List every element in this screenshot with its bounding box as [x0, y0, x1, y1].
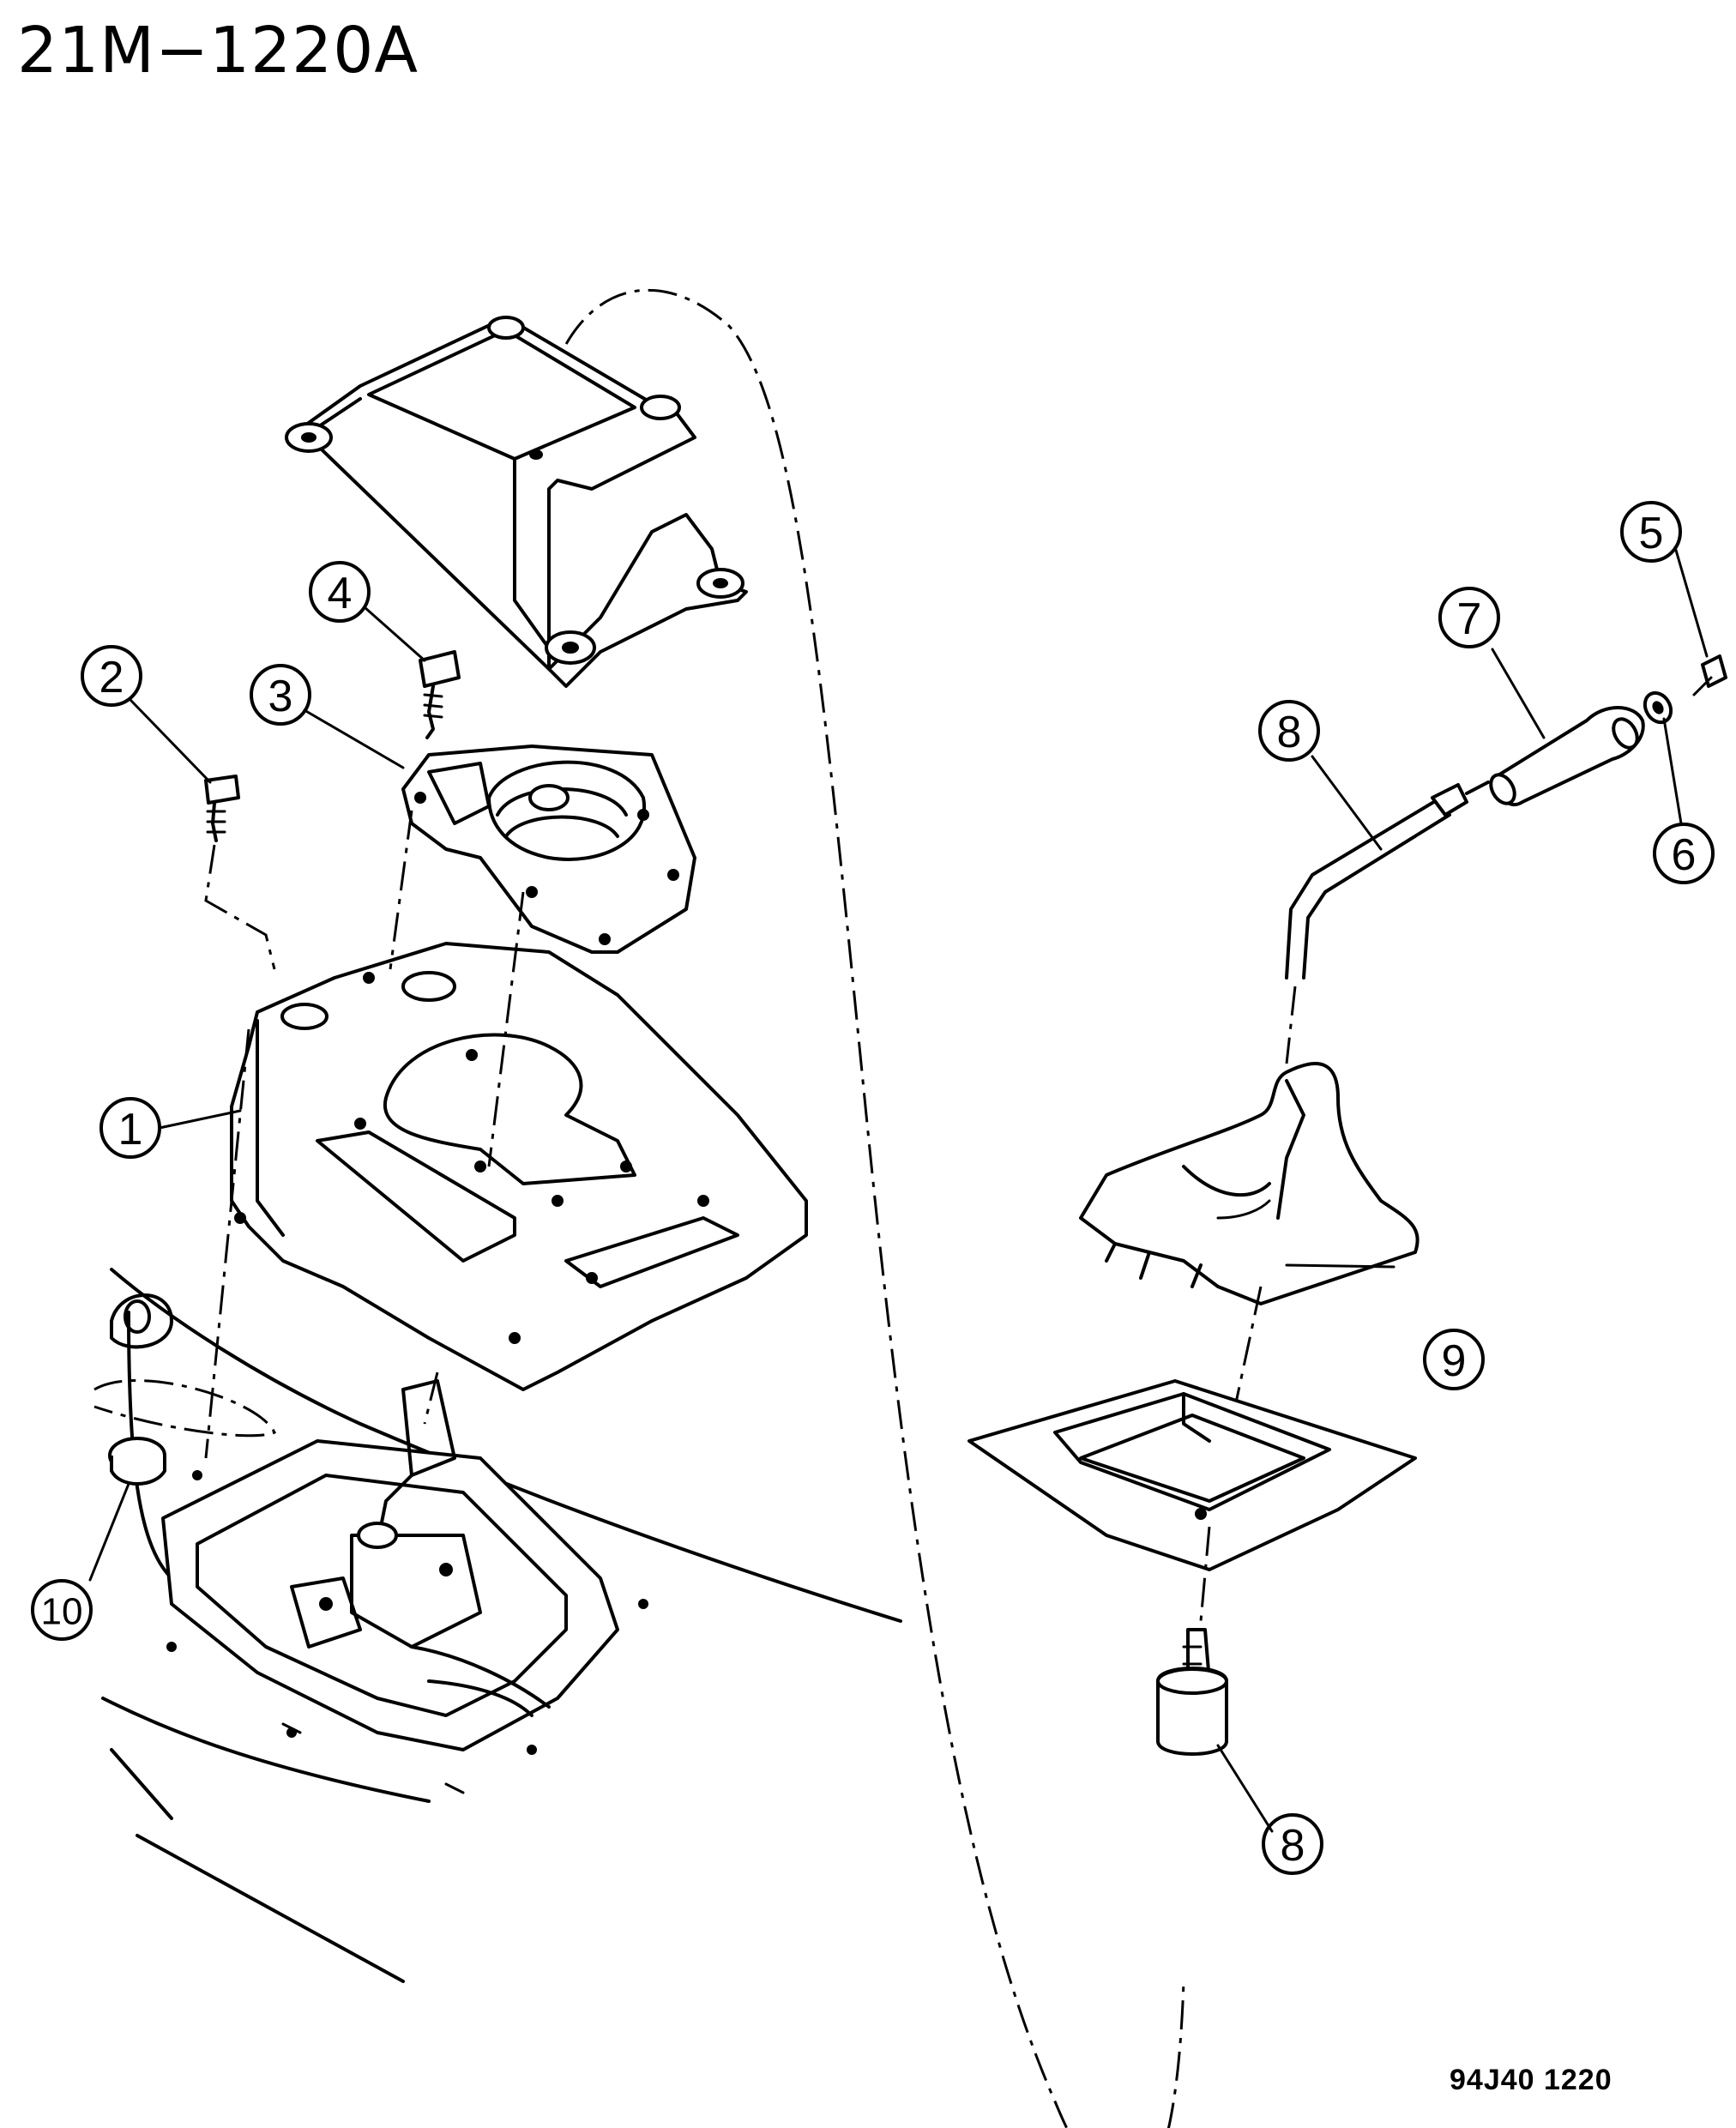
svg-text:7: 7: [1457, 594, 1482, 644]
shift-boot: [1079, 1062, 1420, 1408]
diagram-title-code: 21M−1220A: [17, 14, 419, 87]
cable-end-fitting: [1156, 1628, 1228, 1756]
shift-boot-plate: [401, 744, 696, 954]
knob-nut-item-6: [1643, 690, 1673, 725]
callout-6: 6: [1653, 823, 1715, 884]
svg-text:3: 3: [268, 672, 293, 721]
callout-8-lower: 8: [1262, 1813, 1323, 1875]
callout-4: 4: [309, 561, 371, 623]
upper-shift-bracket: [285, 316, 748, 688]
callout-2: 2: [81, 645, 142, 707]
callout-7: 7: [1438, 587, 1500, 648]
shift-bezel: [967, 1379, 1417, 1622]
svg-text:9: 9: [1442, 1336, 1467, 1386]
callout-8-upper: 8: [1258, 700, 1320, 762]
callout-1: 1: [99, 1097, 161, 1159]
svg-text:5: 5: [1639, 509, 1664, 558]
svg-text:8: 8: [1281, 1821, 1305, 1871]
screw-item-2: [204, 775, 276, 970]
screw-item-4: [419, 650, 461, 739]
callout-10: 10: [31, 1579, 93, 1641]
svg-text:6: 6: [1672, 830, 1697, 880]
callout-9: 9: [1423, 1329, 1485, 1390]
shift-knob: [1489, 706, 1645, 807]
svg-text:2: 2: [99, 653, 124, 702]
knob-insert-item-5: [1692, 654, 1727, 696]
shift-lever: [1285, 781, 1490, 1064]
svg-text:1: 1: [118, 1105, 143, 1154]
callout-3: 3: [250, 664, 311, 726]
console-panel: [204, 810, 808, 1459]
callout-5: 5: [1620, 501, 1682, 563]
plug-item-10: [93, 1293, 277, 1486]
svg-text:10: 10: [41, 1591, 83, 1633]
diagram-reference-code: 94J40 1220: [1450, 2064, 1612, 2096]
transmission-opening: [101, 1268, 902, 1983]
svg-text:8: 8: [1277, 708, 1302, 757]
svg-text:4: 4: [328, 569, 353, 618]
shift-cable-path: [534, 288, 1185, 2128]
leader-lines: [88, 546, 1709, 1833]
